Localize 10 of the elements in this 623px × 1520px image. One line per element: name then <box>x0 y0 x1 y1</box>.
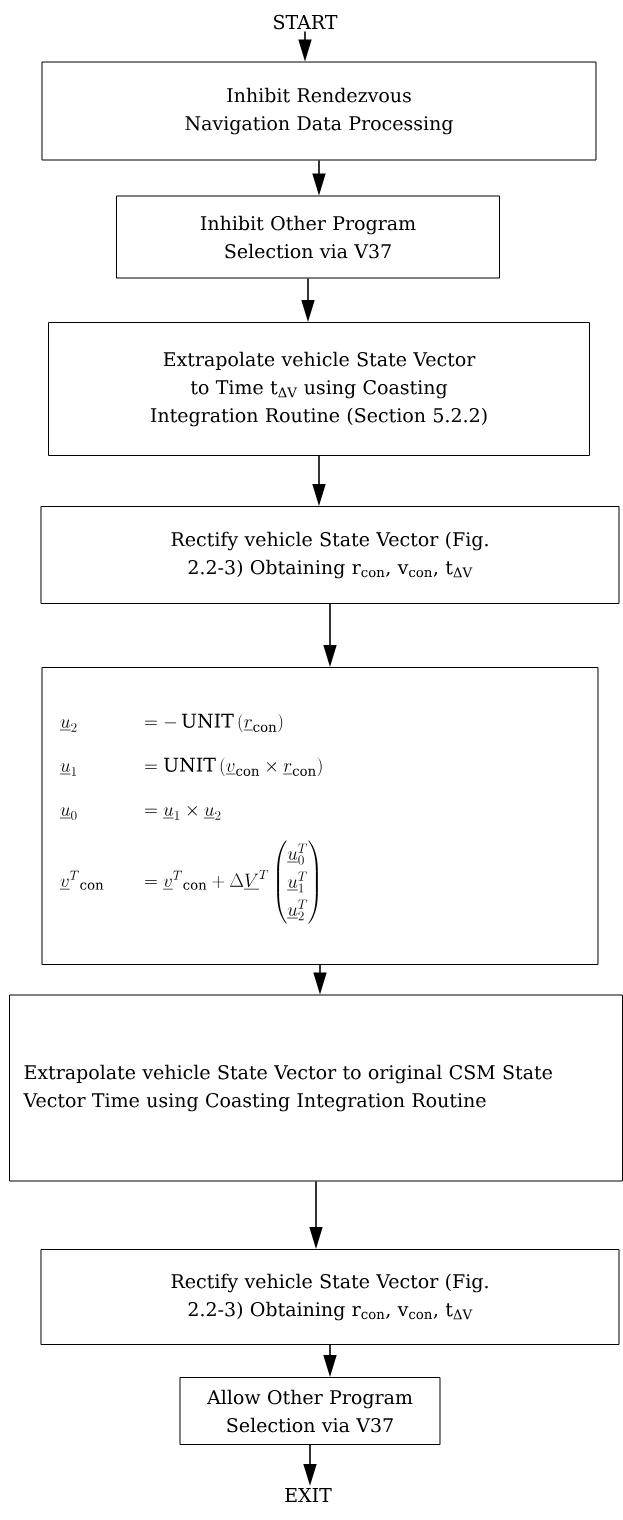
process-box: Allow Other Program Selection via V37 <box>179 1377 441 1445</box>
terminal-label: EXIT <box>285 1488 332 1502</box>
process-box: Rectify vehicle State Vector (Fig. 2.2-3) Obtaining r$_{con}$, v$_{con}$, t$_{ΔV}$ <box>40 1249 620 1345</box>
terminal-label: START <box>274 14 338 30</box>
formula-box: $\underline{u}_2$ $= -\,\mathrm{UNIT}\,(\underline{r}_{\mathrm{con}})$ $\underline{u}_1$ $= \mathrm{UNIT}\,(\underline{v}_{\mathrm{con}} \times \underline{r}_{\mathrm{con}})$ $\underline{u}_0$ $= \underline{u}_1 \times \underline{u}_2$ $\underline{v}^{T}{}_{\mathrm{con}}$ $= \underline{v}^{T}{}_{\mathrm{con}} + \Delta \underline{V}^{T} \begin{pmatrix} \underline{u}_0^{T} \\ \underline{u}_1^{T} \\ \underline{u}_2^{T} \end{pmatrix}$ <box>41 667 599 965</box>
process-box: Extrapolate vehicle State Vector to original CSM State Vector Time using Coasting Integration Routine <box>9 994 623 1182</box>
process-box: Inhibit Rendezvous Navigation Data Processing <box>41 61 597 161</box>
process-box: Extrapolate vehicle State Vector to Time t$_{ΔV}$ using Coasting Integration Routine (Section 5.2.2) <box>48 322 590 456</box>
process-box: Inhibit Other Program Selection via V37 <box>116 195 500 279</box>
process-box: Rectify vehicle State Vector (Fig. 2.2-3) Obtaining r$_{con}$, v$_{con}$, t$_{ΔV}$ <box>40 506 620 604</box>
